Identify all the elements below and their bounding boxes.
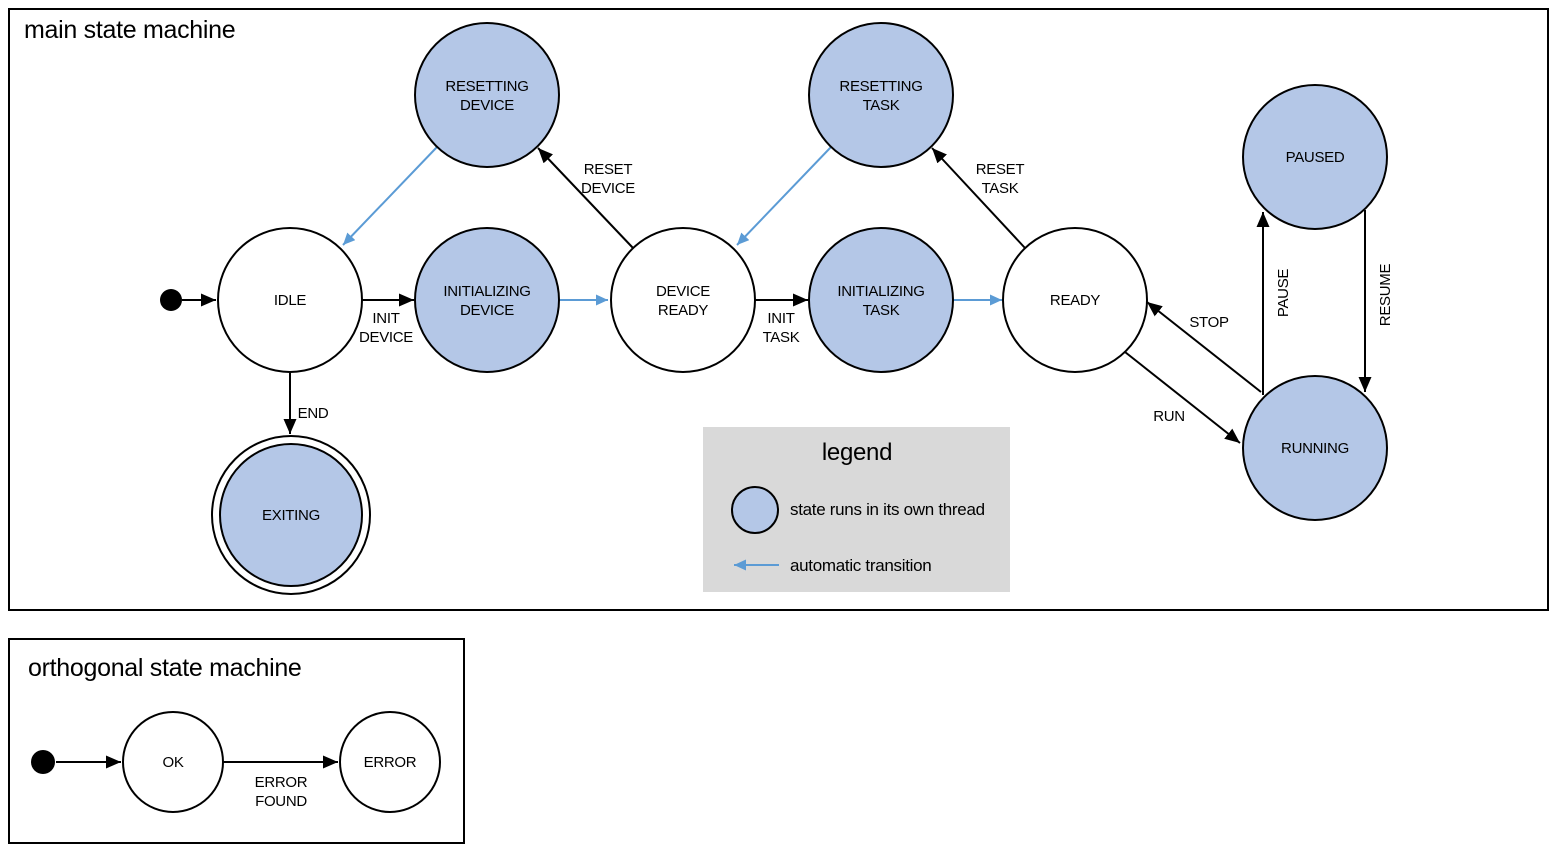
transition-reset-device-arrow [537, 147, 634, 249]
state-circle-initializing-device [414, 227, 560, 373]
main-machine-title: main state machine [24, 16, 235, 44]
state-circle-device-ready [610, 227, 756, 373]
state-label-initializing-device-line2: DEVICE [460, 302, 514, 319]
state-label-initializing-task-line2: TASK [863, 302, 900, 319]
state-circle-ready [1002, 227, 1148, 373]
state-label-resetting-task-line1: RESETTING [839, 78, 922, 95]
orthogonal-initial-state-dot [31, 750, 55, 774]
transition-reset-task-arrow [931, 147, 1026, 249]
legend-title: legend [822, 439, 892, 466]
transition-reset-task-label-line1: RESET [976, 161, 1025, 178]
legend-threaded-state-icon [731, 486, 779, 534]
auto-transition-resetting-task-to-device-ready [736, 146, 832, 246]
transition-run-label: RUN [1153, 408, 1185, 425]
state-circle-resetting-task [808, 22, 954, 168]
state-circle-exiting-inner [219, 443, 363, 587]
state-label-ready: READY [1050, 292, 1100, 309]
transition-reset-device-label-line1: RESET [584, 161, 633, 178]
state-label-resetting-device-line1: RESETTING [445, 78, 528, 95]
transition-stop-arrow [1146, 301, 1262, 393]
state-circle-idle [217, 227, 363, 373]
state-label-exiting: EXITING [262, 507, 320, 524]
state-circle-paused [1242, 84, 1388, 230]
state-circle-running [1242, 375, 1388, 521]
state-label-resetting-device-line2: DEVICE [460, 97, 514, 114]
legend-item-automatic-transition-label: automatic transition [790, 556, 931, 575]
state-label-initializing-device-line1: INITIALIZING [443, 283, 530, 300]
state-label-idle: IDLE [274, 292, 306, 309]
state-label-ok: OK [162, 754, 183, 771]
legend-item-threaded-state-label: state runs in its own thread [790, 500, 985, 519]
transition-stop-label: STOP [1189, 314, 1229, 331]
transition-error-found-label-line1: ERROR [255, 774, 308, 791]
state-circle-initializing-task [808, 227, 954, 373]
auto-transition-resetting-device-to-idle [342, 146, 438, 246]
transition-reset-task-label-line2: TASK [982, 180, 1019, 197]
state-label-resetting-task-line2: TASK [863, 97, 900, 114]
transition-run-arrow [1124, 351, 1241, 444]
transition-init-device-label-line1: INIT [372, 310, 399, 327]
state-label-error: ERROR [364, 754, 417, 771]
initial-state-dot [160, 289, 182, 311]
transition-pause-label: PAUSE [1275, 269, 1292, 318]
state-circle-resetting-device [414, 22, 560, 168]
state-label-device-ready-line1: DEVICE [656, 283, 710, 300]
state-circle-error [339, 711, 441, 813]
state-label-initializing-task-line1: INITIALIZING [837, 283, 924, 300]
transition-end-label: END [298, 405, 329, 422]
transition-init-device-label-line2: DEVICE [359, 329, 413, 346]
orthogonal-machine-title: orthogonal state machine [28, 654, 302, 682]
transition-resume-label: RESUME [1377, 264, 1394, 327]
transition-init-task-label-line2: TASK [763, 329, 800, 346]
state-circle-ok [122, 711, 224, 813]
state-label-running: RUNNING [1281, 440, 1349, 457]
transition-reset-device-label-line2: DEVICE [581, 180, 635, 197]
transition-init-task-label-line1: INIT [767, 310, 794, 327]
state-label-paused: PAUSED [1286, 149, 1345, 166]
state-label-device-ready-line2: READY [658, 302, 708, 319]
transition-error-found-label-line2: FOUND [255, 793, 307, 810]
